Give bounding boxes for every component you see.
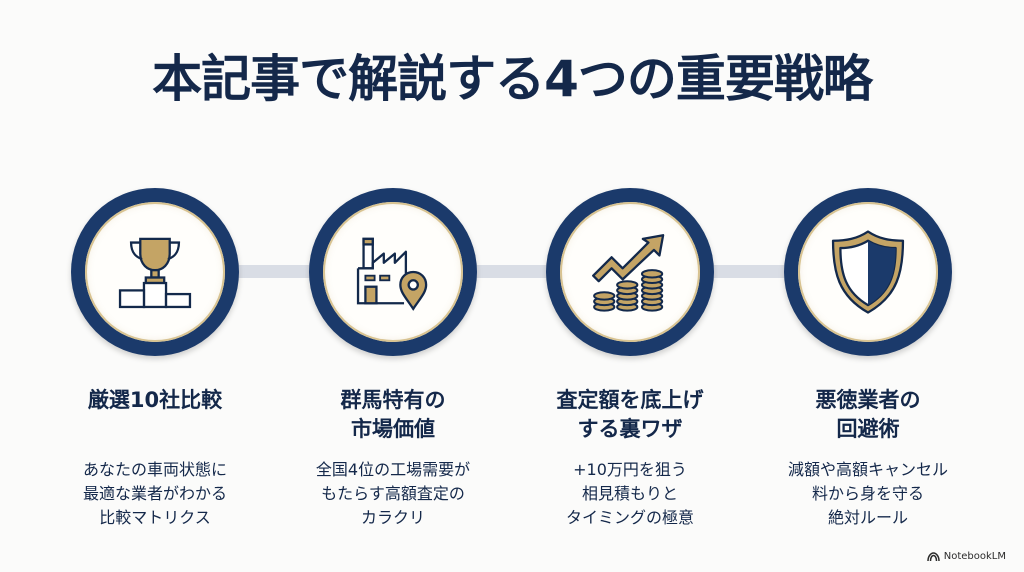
trophy-podium-icon: [118, 237, 192, 309]
brand-label: NotebookLM: [943, 551, 1006, 562]
step-heading: 悪徳業者の 回避術: [815, 388, 921, 441]
step-heading: 査定額を底上げ する裏ワザ: [556, 388, 704, 441]
strategy-step-1: 厳選10社比較 あなたの車両状態に 最適な業者がわかる 比較マトリクス: [37, 188, 273, 527]
shield-icon: [831, 230, 905, 314]
strategy-step-4: 悪徳業者の 回避術 減額や高額キャンセル 料から身を守る 絶対ルール: [750, 188, 986, 527]
page-title: 本記事で解説する4つの重要戦略: [152, 50, 873, 108]
factory-location-icon: [356, 237, 428, 311]
strategy-step-2: 群馬特有の 市場価値 全国4位の工場需要が もたらす高額査定の カラクリ: [275, 188, 511, 527]
step-description: あなたの車両状態に 最適な業者がわかる 比較マトリクス: [82, 460, 227, 527]
step-heading: 群馬特有の 市場価値: [340, 388, 446, 441]
step-description: 全国4位の工場需要が もたらす高額査定の カラクリ: [315, 460, 471, 527]
strategy-step-3: 査定額を底上げ する裏ワザ +10万円を狙う 相見積もりと タイミングの極意: [512, 188, 748, 527]
icon-circle: [546, 188, 714, 356]
step-heading: 厳選10社比較: [87, 388, 223, 412]
growth-coins-icon: [592, 234, 665, 312]
notebooklm-logo-icon: [927, 551, 940, 561]
icon-circle: [309, 188, 477, 356]
icon-circle: [784, 188, 952, 356]
icon-circle: [71, 188, 239, 356]
step-description: +10万円を狙う 相見積もりと タイミングの極意: [565, 460, 694, 527]
step-description: 減額や高額キャンセル 料から身を守る 絶対ルール: [787, 460, 948, 527]
notebooklm-branding: NotebookLM: [927, 551, 1006, 562]
